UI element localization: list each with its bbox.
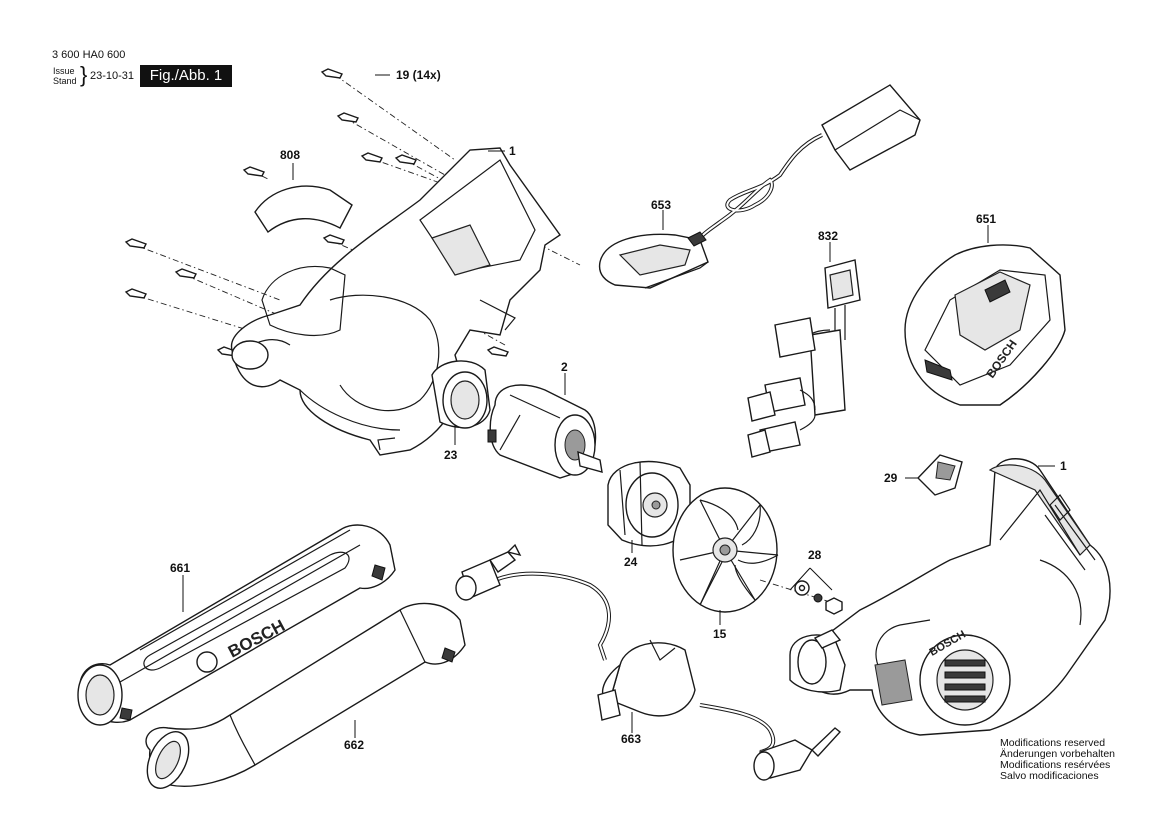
issue-date: 23-10-31 <box>90 70 135 82</box>
switch-actuator-29 <box>917 454 963 496</box>
fan-housing-24 <box>607 460 691 547</box>
assembled-blower: BOSCH <box>789 458 1111 736</box>
flat-nozzle-662 <box>145 602 466 789</box>
figure-label: Fig./Abb. 1 <box>140 65 232 87</box>
leader-lines <box>182 74 1055 738</box>
issue-label: Issue <box>53 66 75 76</box>
callout-29: 29 <box>884 471 898 485</box>
charger-653 <box>598 84 921 289</box>
note-french: Modifications resérvées <box>1000 759 1111 771</box>
note-english: Modifications reserved <box>1000 737 1106 749</box>
brace-glyph: } <box>80 62 88 87</box>
callout-651: 651 <box>976 212 997 226</box>
motor-2 <box>487 384 603 479</box>
callout-15: 15 <box>713 627 727 641</box>
screw <box>124 68 509 395</box>
stand-label: Stand <box>53 76 77 86</box>
callout-808: 808 <box>280 148 301 162</box>
callout-663: 663 <box>621 732 642 746</box>
callout-19: 19 (14x) <box>396 68 441 82</box>
callout-653: 653 <box>651 198 672 212</box>
wiring-harness-832 <box>747 259 861 458</box>
callout-661: 661 <box>170 561 191 575</box>
battery-pack-651: BOSCH <box>904 244 1066 406</box>
callout-24: 24 <box>624 555 638 569</box>
impeller-15 <box>672 487 779 613</box>
label-sticker-808 <box>254 185 353 234</box>
inflation-adapter-663 <box>455 543 842 781</box>
callout-1-right: 1 <box>1060 459 1067 473</box>
document-number: 3 600 HA0 600 <box>52 49 126 61</box>
callout-28: 28 <box>808 548 822 562</box>
callout-662: 662 <box>344 738 365 752</box>
callout-23: 23 <box>444 448 458 462</box>
long-nozzle-661: BOSCH <box>77 524 396 726</box>
motor-ring-23 <box>431 360 491 429</box>
washer-nut-28 <box>759 567 843 615</box>
note-spanish: Salvo modificaciones <box>1000 770 1099 782</box>
note-german: Änderungen vorbehalten <box>1000 748 1116 760</box>
callout-1-top: 1 <box>509 144 516 158</box>
callout-2: 2 <box>561 360 568 374</box>
callout-832: 832 <box>818 229 839 243</box>
housing-half-left <box>230 147 561 456</box>
